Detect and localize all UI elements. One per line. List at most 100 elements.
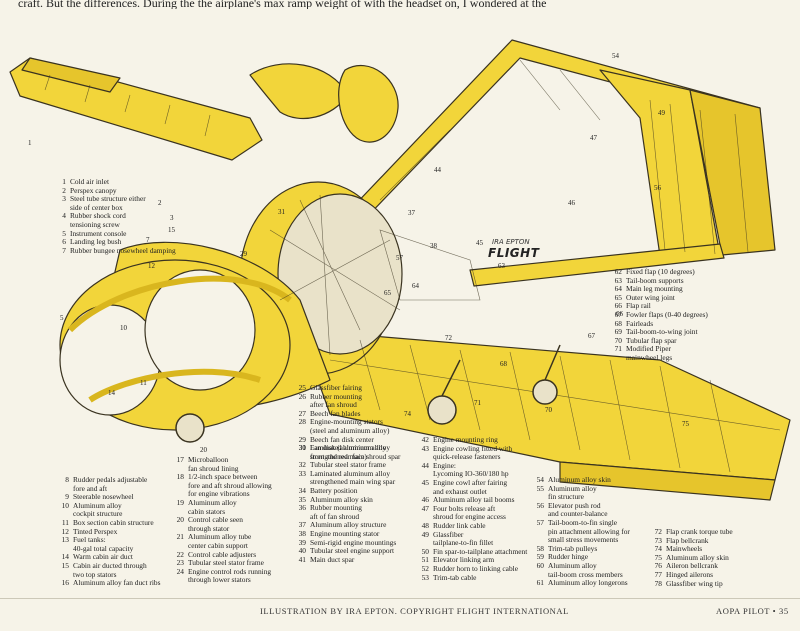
- right-mainwheel: [532, 379, 558, 405]
- legend-item-number: 75: [654, 552, 662, 562]
- callout: 2: [158, 199, 162, 207]
- callout: 64: [412, 282, 420, 290]
- legend-item-text: Trim-tab pulleys: [548, 543, 598, 553]
- callout: 31: [278, 208, 286, 216]
- legend-item-number: 56: [536, 500, 544, 510]
- legend-item-text: Main leg mounting: [626, 284, 683, 294]
- legend-item-text: Aluminum alloy fan duct ribs: [73, 578, 161, 588]
- legend-item-text: Warm cabin air duct: [73, 552, 133, 562]
- legend-item-text: Aluminum alloy tail-boom cross members: [548, 560, 623, 579]
- legend-item-text: Aluminum alloy tail booms: [433, 495, 515, 505]
- legend-item-number: 53: [421, 572, 429, 582]
- legend-item-text: Steel tube structure either side of cent…: [70, 194, 146, 212]
- legend-item-number: 2: [62, 185, 66, 195]
- legend-item: 37 Aluminum alloy structure: [292, 521, 420, 530]
- legend-item-text: Tail-boom-to-wing joint: [626, 327, 698, 337]
- wing-ribs: [359, 339, 731, 473]
- callout: 70: [545, 406, 553, 414]
- callout: 7: [146, 236, 150, 244]
- callout: 67: [588, 332, 596, 340]
- legend-item-number: 63: [614, 275, 622, 285]
- legend-item: 41 Main duct spar: [292, 554, 420, 565]
- legend-item-text: Aileron bellcrank: [666, 561, 718, 571]
- callout: 37: [408, 209, 416, 217]
- legend-item-text: Rubber bungee nosewheel damping: [70, 245, 176, 255]
- legend-item-number: 33: [298, 468, 306, 478]
- legend-item-text: Cold air inlet: [70, 177, 109, 186]
- legend-item-number: 22: [176, 549, 184, 559]
- legend-item-number: 72: [654, 527, 662, 536]
- legend-item-text: Outer wing joint: [626, 292, 675, 302]
- canopy-frame-2: [88, 368, 261, 403]
- legend-item-text: Main duct spar: [310, 554, 355, 564]
- legend-item-number: 39: [298, 537, 306, 547]
- legend-item-number: 76: [654, 561, 662, 571]
- legend-item-text: Rudder hinge: [548, 552, 589, 562]
- legend-item-text: Rubber mounting aft of fan shroud: [310, 503, 362, 521]
- callout: 14: [108, 389, 116, 397]
- left-mainwheel: [427, 395, 457, 425]
- legend-item-text: Aluminum alloy cabin stators: [188, 497, 237, 516]
- legend-item-text: Control cable seen through stator: [188, 515, 244, 533]
- legend-item-number: 32: [298, 460, 306, 470]
- legend-item-number: 19: [176, 497, 184, 507]
- legend-item-text: Tubular flap spar: [626, 335, 677, 345]
- callout: 38: [430, 242, 438, 250]
- legend-item-number: 46: [421, 495, 429, 505]
- legend-item-text: Glassfiber wing tip: [666, 578, 723, 588]
- callout: 68: [500, 360, 508, 368]
- legend-item-text: Fowler flaps (0-40 degrees): [626, 309, 708, 319]
- legend-item-text: Rudder link cable: [433, 520, 486, 530]
- legend-item: 62 Fixed flap (10 degrees): [608, 267, 788, 277]
- flight-logo: FLIGHT: [488, 246, 540, 260]
- callout: 75: [682, 420, 690, 428]
- main-gear-leg: [441, 359, 461, 397]
- fin-ribs: [649, 99, 749, 255]
- legend-item-number: 41: [298, 554, 306, 564]
- legend-item-number: 27: [298, 408, 306, 418]
- fan-duct-inner: [277, 193, 403, 355]
- legend-item-number: 25: [298, 383, 306, 392]
- callout: 20: [200, 446, 208, 454]
- legend-item-number: 62: [614, 267, 622, 276]
- legend-item-number: 37: [298, 520, 306, 530]
- legend-item-text: Cabin air ducted through two top stators: [73, 560, 147, 579]
- legend-item-text: Fairleads: [626, 318, 654, 328]
- legend-item-text: Aluminum alloy structure: [310, 520, 387, 530]
- callout: 74: [404, 410, 412, 418]
- callout: 1: [28, 139, 32, 147]
- legend-item-number: 59: [536, 552, 544, 562]
- legend-item-text: Fixed flap (10 degrees): [626, 267, 695, 276]
- legend-item-text: 1/2-inch space between fore and aft shro…: [188, 472, 272, 499]
- left-wing-tip: [21, 57, 121, 93]
- right-wing-trailing-edge: [559, 461, 776, 501]
- tail-boom-lower: [469, 243, 725, 287]
